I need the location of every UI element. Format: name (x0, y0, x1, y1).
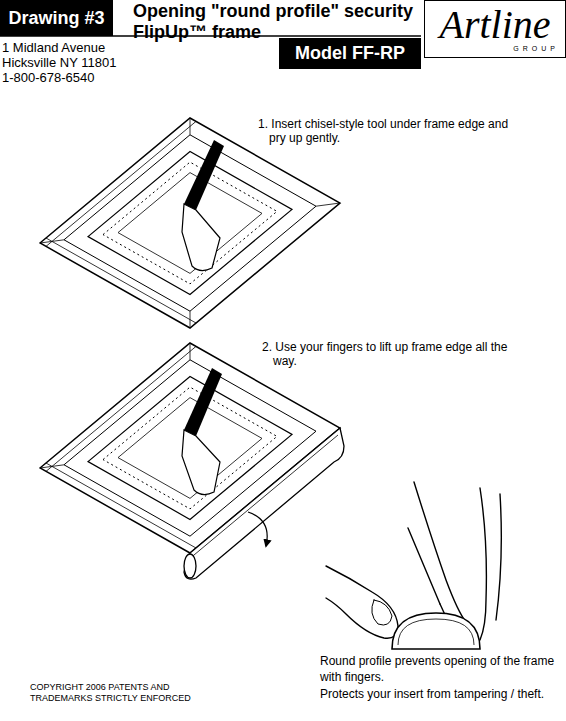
frame-opening (88, 152, 292, 295)
round-profile-line (46, 463, 196, 548)
logo-subtitle: GROUP (513, 45, 559, 53)
chisel-handle (184, 368, 222, 436)
chisel-handle (184, 140, 224, 210)
insert (118, 398, 262, 499)
round-profile-line (46, 238, 196, 323)
round-profile-line (46, 121, 196, 246)
frame-closed (40, 118, 340, 328)
round-profile-inner (398, 619, 474, 645)
middle-finger (480, 488, 486, 640)
mitre-line (40, 233, 64, 250)
address-line: 1 Midland Avenue (2, 40, 162, 55)
mitre-line (178, 118, 202, 135)
round-profile (392, 613, 480, 649)
frame-bevel (64, 135, 316, 311)
chisel-tool (182, 140, 224, 271)
frame-opened (40, 343, 340, 553)
step-instruction: 1. Insert chisel-style tool under frame … (258, 117, 520, 145)
copyright-notice: COPYRIGHT 2006 PATENTS AND TRADEMARKS ST… (30, 682, 210, 704)
mitre-line (40, 458, 64, 475)
thumb (326, 566, 398, 638)
insert (118, 173, 262, 274)
drawing-title: Opening "round profile" security FlipUp™… (133, 1, 423, 43)
chisel-tool (182, 368, 222, 495)
round-profile-section (392, 613, 480, 649)
mitre-line (178, 311, 202, 328)
step-instruction: 2. Use your fingers to lift up frame edg… (262, 340, 524, 368)
logo-wordmark: Artline (439, 5, 550, 45)
phone-number: 1-800-678-6540 (2, 70, 162, 85)
lift-arrow (248, 512, 267, 546)
note-text: Protects your insert from tampering / th… (320, 686, 560, 702)
mitre-line (316, 196, 340, 213)
model-box: Model FF-RP (279, 38, 421, 69)
frame-outer (40, 343, 340, 553)
mitre-line (178, 343, 202, 360)
box-label: Model FF-RP (295, 43, 405, 64)
index-finger (408, 528, 440, 604)
drawing-number-box: Drawing #3 (0, 0, 113, 36)
chisel-blade (182, 430, 220, 495)
insert-edge (103, 387, 277, 509)
lifted-edge-end (184, 554, 196, 578)
insert-edge (103, 162, 277, 284)
note-text: Round profile prevents opening of the fr… (320, 653, 560, 685)
frame-outer (40, 118, 340, 328)
address-line: Hicksville NY 11801 (2, 55, 162, 70)
chisel-blade (182, 204, 220, 271)
logo-box: ArtlineGROUP (424, 0, 566, 58)
middle-finger (496, 494, 501, 620)
thumbnail (372, 600, 392, 625)
box-label: Drawing #3 (8, 8, 104, 29)
round-profile-line (46, 346, 196, 471)
